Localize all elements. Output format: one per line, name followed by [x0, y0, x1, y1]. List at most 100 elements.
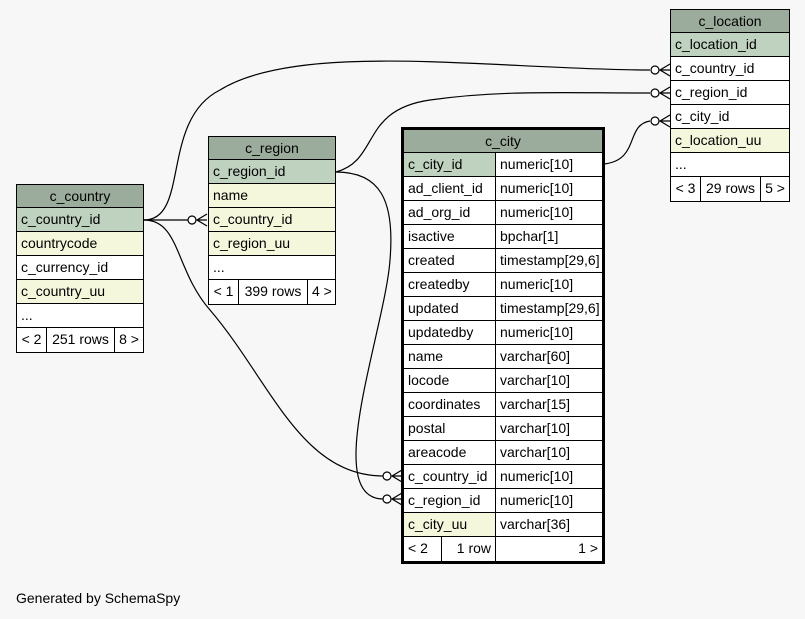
column-type: numeric[10]: [495, 489, 602, 512]
column-name[interactable]: c_currency_id: [21, 259, 109, 275]
table-row: c_country_id: [671, 57, 789, 81]
crowfoot-mark: [658, 63, 671, 77]
prev-link[interactable]: < 2: [408, 540, 428, 556]
next-link[interactable]: 5 >: [760, 177, 789, 201]
table-c-region[interactable]: c_region c_region_id name c_country_id c…: [208, 136, 336, 305]
column-name[interactable]: c_city_uu: [404, 513, 495, 536]
column-type: varchar[60]: [495, 345, 602, 368]
column-name[interactable]: ad_client_id: [408, 180, 483, 196]
row-count[interactable]: 29 rows: [700, 177, 760, 201]
column-name[interactable]: countrycode: [21, 235, 98, 251]
column-type: varchar[10]: [495, 417, 602, 440]
table-c-location[interactable]: c_location c_location_id c_country_id c_…: [670, 9, 790, 202]
column-name[interactable]: c_country_id: [675, 60, 755, 76]
column-type: timestamp[29,6]: [495, 249, 602, 272]
column-name[interactable]: c_location_id: [675, 36, 757, 52]
table-row: c_location_uu: [671, 129, 789, 153]
column-name[interactable]: c_country_id: [21, 211, 101, 227]
table-title[interactable]: c_location: [671, 10, 789, 33]
column-name[interactable]: updatedby: [408, 324, 474, 340]
column-name[interactable]: areacode: [408, 444, 467, 460]
next-link[interactable]: 4 >: [307, 280, 335, 304]
table-title[interactable]: c_region: [209, 137, 335, 160]
column-type: numeric[10]: [495, 153, 602, 176]
column-name[interactable]: c_region_id: [675, 84, 748, 100]
crowfoot-mark: [195, 213, 208, 227]
next-link[interactable]: 8 >: [114, 328, 143, 352]
column-name[interactable]: c_region_uu: [213, 235, 291, 251]
column-name[interactable]: name: [408, 348, 444, 364]
column-name[interactable]: c_location_uu: [675, 132, 762, 148]
column-type: bpchar[1]: [495, 225, 602, 248]
column-name[interactable]: ad_org_id: [408, 204, 471, 220]
table-row[interactable]: c_region_id numeric[10]: [404, 489, 602, 513]
column-name[interactable]: c_country_id: [408, 468, 488, 484]
column-name[interactable]: c_region_id: [213, 163, 286, 179]
crowfoot-circle: [650, 116, 660, 126]
row-count[interactable]: 399 rows: [238, 280, 307, 304]
crowfoot-mark: [658, 114, 671, 128]
crowfoot-circle: [382, 494, 392, 504]
table-row[interactable]: created timestamp[29,6]: [404, 249, 602, 273]
table-title[interactable]: c_city: [404, 130, 602, 153]
table-row[interactable]: coordinates varchar[15]: [404, 393, 602, 417]
column-name[interactable]: createdby: [408, 276, 470, 292]
column-name: ...: [21, 307, 33, 323]
prev-link[interactable]: < 3: [675, 180, 696, 196]
column-name[interactable]: c_country_uu: [21, 283, 106, 299]
column-name[interactable]: locode: [408, 372, 450, 388]
table-row[interactable]: createdby numeric[10]: [404, 273, 602, 297]
table-row: countrycode: [17, 232, 143, 256]
column-name[interactable]: name: [213, 187, 249, 203]
column-type: varchar[15]: [495, 393, 602, 416]
table-row[interactable]: postal varchar[10]: [404, 417, 602, 441]
next-link[interactable]: 1 >: [495, 537, 602, 561]
column-name[interactable]: postal: [408, 420, 446, 436]
footer-credit: Generated by SchemaSpy: [16, 590, 181, 606]
table-row[interactable]: name varchar[60]: [404, 345, 602, 369]
table-c-country[interactable]: c_country c_country_id countrycode c_cur…: [16, 184, 144, 353]
column-name[interactable]: created: [408, 252, 455, 268]
table-row: c_currency_id: [17, 256, 143, 280]
column-type: numeric[10]: [495, 465, 602, 488]
column-name[interactable]: updated: [408, 300, 459, 316]
row-count[interactable]: 251 rows: [46, 328, 114, 352]
crowfoot-circle: [382, 471, 392, 481]
table-row[interactable]: ad_client_id numeric[10]: [404, 177, 602, 201]
column-type: numeric[10]: [495, 273, 602, 296]
column-name[interactable]: c_country_id: [213, 211, 293, 227]
table-row[interactable]: c_country_id numeric[10]: [404, 465, 602, 489]
column-name: ...: [213, 259, 225, 275]
table-row: c_city_id: [671, 105, 789, 129]
table-row: ...: [209, 256, 335, 280]
crowfoot-mark: [658, 86, 671, 100]
link-region-location: [335, 91, 651, 173]
table-row: c_country_id: [209, 208, 335, 232]
column-name[interactable]: coordinates: [408, 396, 481, 412]
column-name[interactable]: c_city_id: [675, 108, 730, 124]
prev-link[interactable]: < 2: [21, 331, 42, 347]
table-row[interactable]: isactive bpchar[1]: [404, 225, 602, 249]
crowfoot-mark: [390, 492, 403, 506]
column-type: numeric[10]: [495, 177, 602, 200]
crowfoot-circle: [650, 65, 660, 75]
pagination-row: < 2 1 row 1 >: [404, 537, 602, 561]
table-row[interactable]: locode varchar[10]: [404, 369, 602, 393]
table-title[interactable]: c_country: [17, 185, 143, 208]
column-name[interactable]: isactive: [408, 228, 455, 244]
column-type: varchar[10]: [495, 369, 602, 392]
row-count[interactable]: 1 row: [441, 537, 495, 561]
table-row: c_location_id: [671, 33, 789, 57]
column-name[interactable]: c_region_id: [408, 492, 481, 508]
column-name[interactable]: c_city_id: [404, 153, 495, 176]
prev-link[interactable]: < 1: [213, 283, 234, 299]
